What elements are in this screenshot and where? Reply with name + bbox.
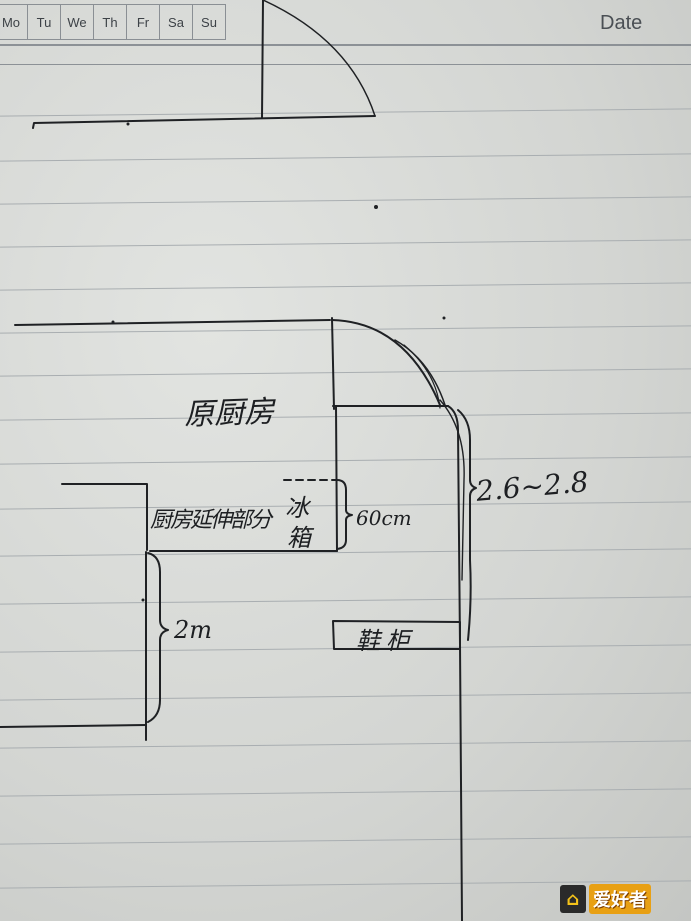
right-long-wall — [447, 405, 463, 921]
weekday-boxes: Mo Tu We Th Fr Sa Su — [0, 4, 226, 40]
fridge-brace — [336, 479, 353, 550]
weekday-sa: Sa — [160, 5, 193, 39]
fridge-label-line2: 箱 — [287, 524, 311, 552]
left-bottom-wall — [0, 724, 147, 728]
weekday-su: Su — [201, 14, 217, 30]
right-brace — [457, 409, 477, 641]
weekday-th: Th — [94, 5, 127, 39]
kitchen-extension-label: 厨房延伸部分 — [150, 508, 272, 533]
date-label: Date — [600, 12, 643, 34]
tick-mark — [126, 122, 130, 126]
tick-mark — [442, 316, 446, 320]
top-door-arc — [262, 0, 376, 117]
house-logo-icon: ⌂ — [560, 885, 586, 913]
fridge-depth-label: 60cm — [356, 506, 412, 530]
main-top-wall — [14, 319, 331, 326]
door-arc — [331, 319, 441, 406]
watermark-text: 爱好者 — [589, 884, 651, 914]
fridge-label-line1: 冰 — [285, 494, 309, 522]
door-arc-3 — [403, 344, 441, 409]
tick-mark — [374, 205, 378, 209]
original-kitchen-label: 原厨房 — [183, 394, 275, 433]
top-vertical-line — [261, 0, 264, 119]
left-width-brace — [147, 552, 169, 723]
weekday-mo: Mo — [0, 5, 28, 39]
header-rule-top — [0, 44, 691, 46]
weekday-tu: Tu — [28, 5, 61, 39]
fridge-right-line — [335, 405, 338, 552]
weekday-fr: Fr — [127, 5, 160, 39]
tick-mark — [111, 320, 115, 324]
header-rule-bottom — [0, 64, 691, 65]
kitchen-vertical-wall — [331, 317, 335, 410]
tick-mark — [141, 598, 145, 602]
left-width-label: 2m — [174, 616, 213, 644]
cabinet-label: 鞋柜 — [356, 627, 416, 655]
watermark-logo: ⌂ 爱好者 — [560, 884, 651, 914]
weekday-we: We — [61, 5, 94, 39]
door-arc-2 — [394, 339, 446, 406]
left-wall-top — [61, 483, 148, 551]
cabinet-box — [332, 620, 461, 650]
right-brace-2 — [439, 399, 465, 581]
top-wall-line — [32, 115, 376, 129]
